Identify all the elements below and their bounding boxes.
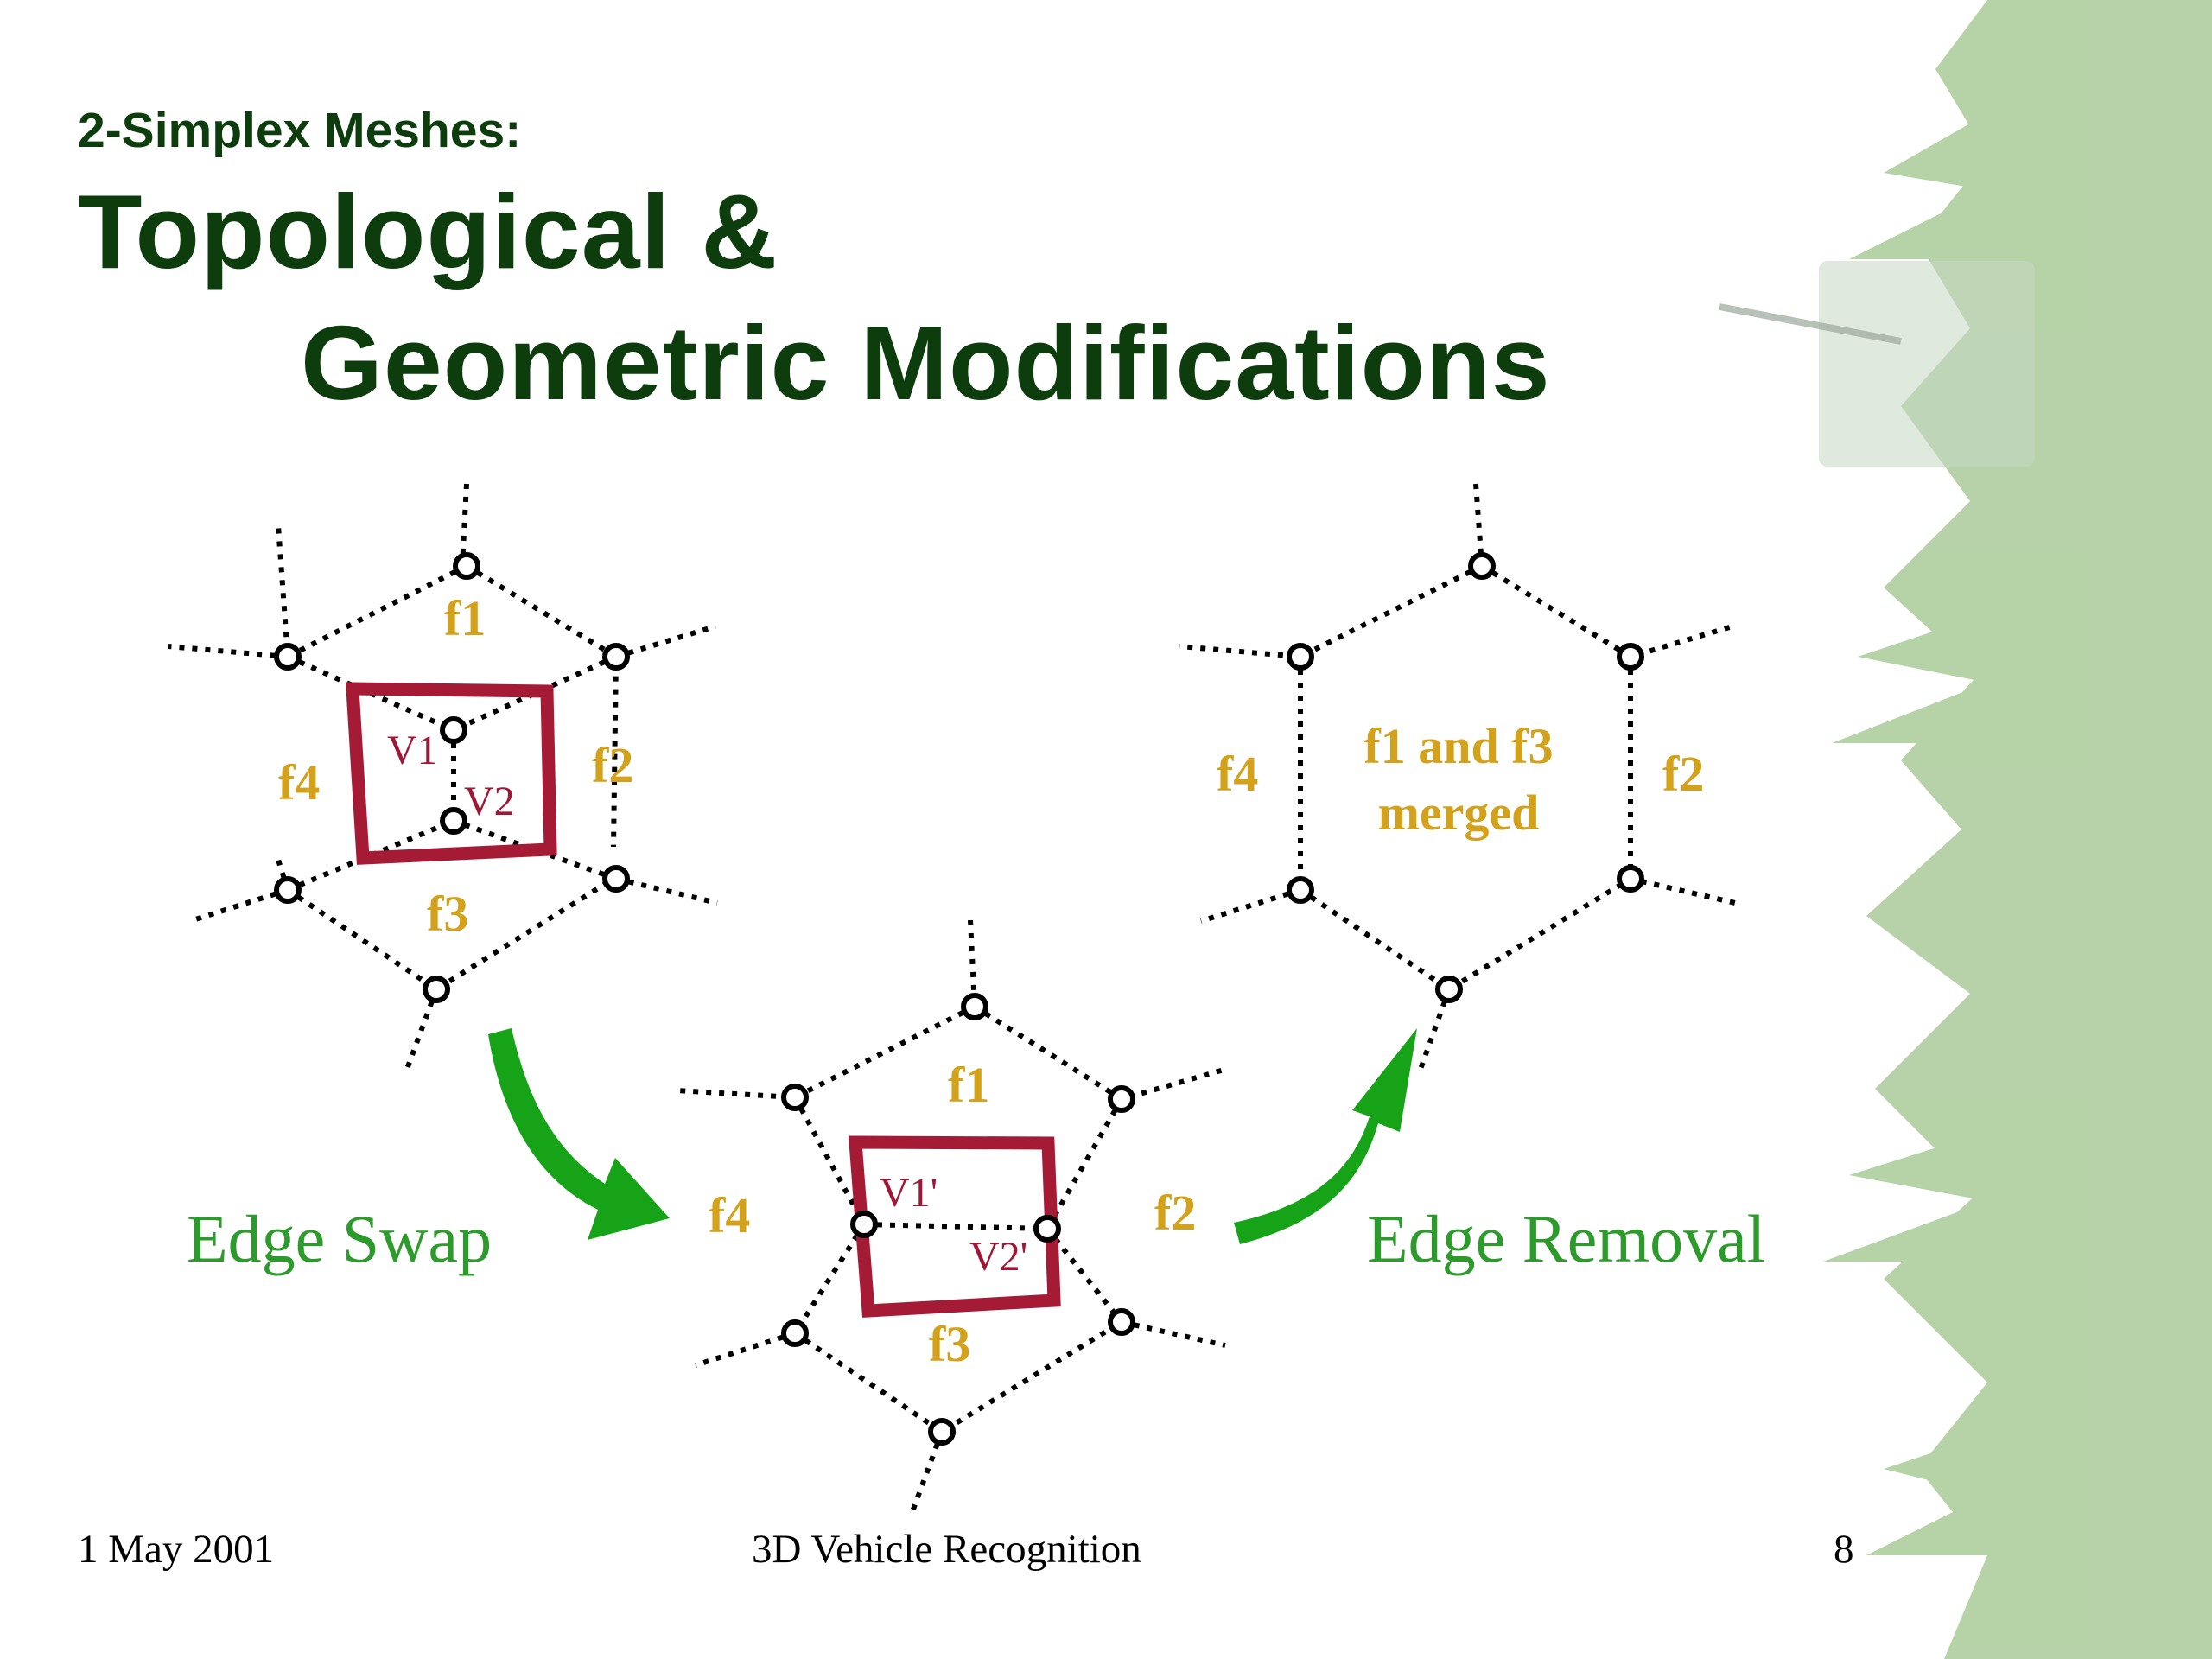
mesh-node xyxy=(1435,976,1463,1003)
edge-swap-arrow xyxy=(488,1028,670,1240)
footer-date: 1 May 2001 xyxy=(78,1527,275,1572)
face-label-f2: f2 xyxy=(592,737,633,793)
vertex-label-v2: V2 xyxy=(464,779,515,824)
mesh-node xyxy=(1108,1085,1135,1113)
mesh-node xyxy=(781,1084,809,1111)
mesh-node-v1-prime xyxy=(850,1211,878,1238)
face-label-f4: f4 xyxy=(709,1187,750,1243)
mesh-node xyxy=(423,976,450,1003)
mesh-node xyxy=(1287,643,1314,671)
face-label-f3: f3 xyxy=(427,886,468,942)
mesh-node xyxy=(602,865,630,893)
mesh-node xyxy=(1617,865,1644,893)
original-mesh: f1 f2 f3 f4 V1 V2 xyxy=(168,483,718,1073)
face-label-f3: f3 xyxy=(929,1316,970,1372)
footer-page-number: 8 xyxy=(1834,1527,1854,1572)
merged-label-line-2: merged xyxy=(1378,785,1540,841)
mesh-node xyxy=(1617,643,1644,671)
mesh-node xyxy=(602,643,630,671)
mesh-node-v1 xyxy=(440,716,467,744)
mesh-node-v2 xyxy=(440,807,467,835)
face-label-f1: f1 xyxy=(948,1057,989,1113)
slide-title-line-1: Topological & xyxy=(78,173,779,290)
face-label-f4: f4 xyxy=(278,754,320,810)
mesh-node xyxy=(1468,552,1496,580)
background-panel xyxy=(1819,261,2035,467)
selection-box-original xyxy=(346,682,557,865)
face-label-f2: f2 xyxy=(1154,1185,1196,1241)
face-label-f4: f4 xyxy=(1217,746,1258,802)
mesh-node xyxy=(453,552,480,580)
mesh-node xyxy=(1108,1308,1135,1336)
vertex-label-v1-prime: V1' xyxy=(880,1170,938,1216)
swapped-mesh: f1 f2 f3 f4 V1' V2' xyxy=(676,919,1228,1516)
background-antenna xyxy=(1719,303,1902,345)
merged-mesh: f4 f2 f1 and f3 merged xyxy=(1179,483,1736,1073)
footer-center-title: 3D Vehicle Recognition xyxy=(752,1527,1141,1572)
merged-label-line-1: f1 and f3 xyxy=(1363,718,1553,774)
mesh-node xyxy=(928,1418,956,1446)
mesh-node xyxy=(1287,876,1314,904)
mesh-node xyxy=(274,876,302,904)
slide-subtitle: 2-Simplex Meshes: xyxy=(78,103,522,158)
face-label-f1: f1 xyxy=(444,590,486,646)
edge-removal-label: Edge Removal xyxy=(1367,1201,1765,1276)
slide-title-line-2: Geometric Modifications xyxy=(301,304,1551,422)
face-label-f2: f2 xyxy=(1662,746,1704,802)
mesh-node xyxy=(961,993,988,1020)
edge-removal-arrow xyxy=(1234,1028,1417,1244)
mesh-node xyxy=(274,643,302,671)
vertex-label-v2-prime: V2' xyxy=(969,1234,1027,1280)
mesh-node xyxy=(781,1319,809,1347)
edge-swap-label: Edge Swap xyxy=(187,1201,492,1276)
selection-box-swapped xyxy=(848,1135,1061,1318)
vertex-label-v1: V1 xyxy=(387,728,438,773)
mesh-node-v2-prime xyxy=(1033,1215,1061,1243)
